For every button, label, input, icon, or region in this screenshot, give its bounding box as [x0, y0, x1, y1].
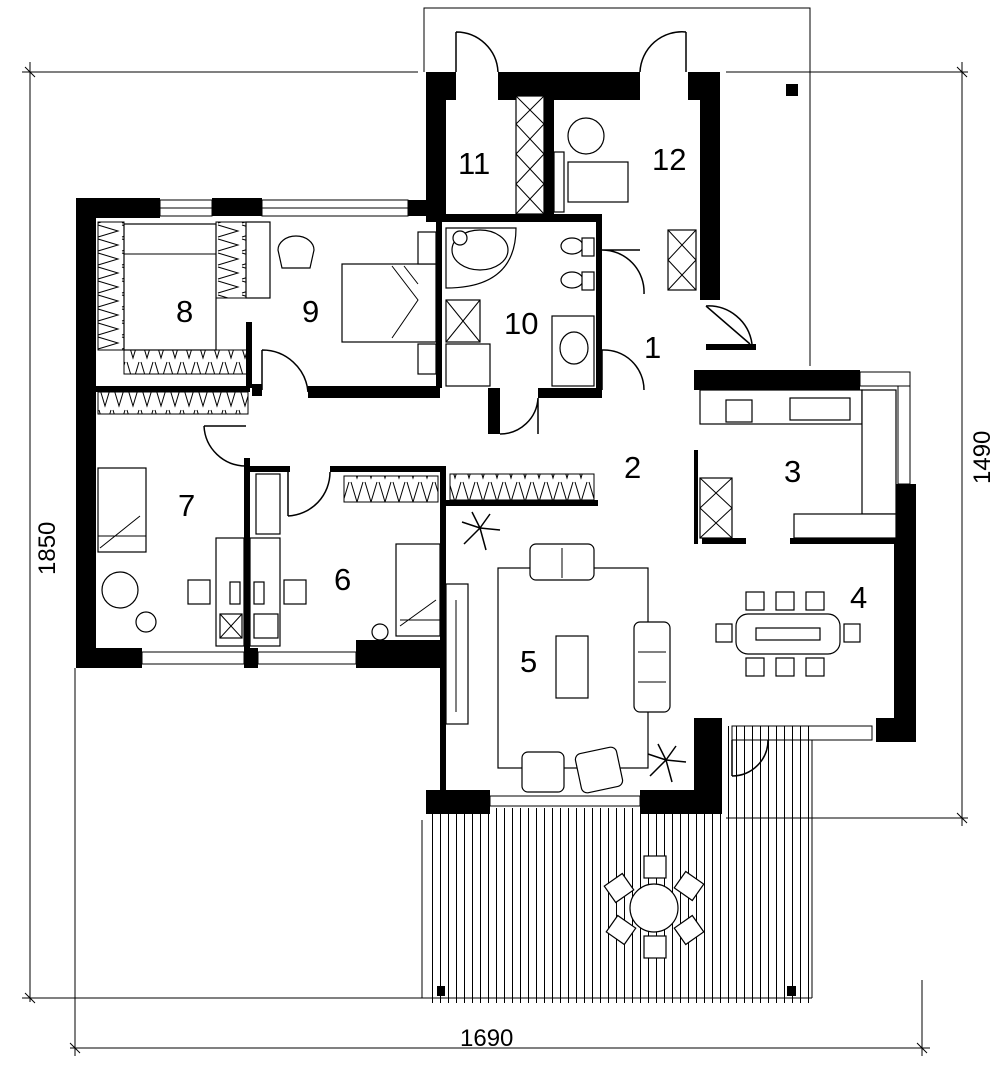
room-9-label: 9 — [302, 294, 319, 329]
room-3-label: 3 — [784, 454, 801, 489]
room-6-label: 6 — [334, 562, 351, 597]
room-2-label: 2 — [624, 450, 641, 485]
doors — [203, 31, 769, 777]
room-11-label: 11 — [458, 146, 490, 181]
room-1-label: 1 — [644, 330, 661, 365]
right-depth-dimension: 1490 — [969, 431, 995, 484]
depth-dimension: 1850 — [34, 522, 61, 575]
room-7-label: 7 — [178, 488, 195, 523]
room-8-label: 8 — [176, 294, 193, 329]
terrace-deck — [428, 725, 873, 1003]
room-4-label: 4 — [850, 580, 867, 615]
room-5-label: 5 — [520, 644, 537, 679]
width-dimension: 1690 — [460, 1025, 513, 1052]
walls — [76, 72, 916, 814]
furniture — [97, 95, 897, 959]
windows — [141, 199, 911, 807]
room-10-label: 10 — [504, 306, 538, 341]
room-12-label: 12 — [652, 142, 686, 177]
